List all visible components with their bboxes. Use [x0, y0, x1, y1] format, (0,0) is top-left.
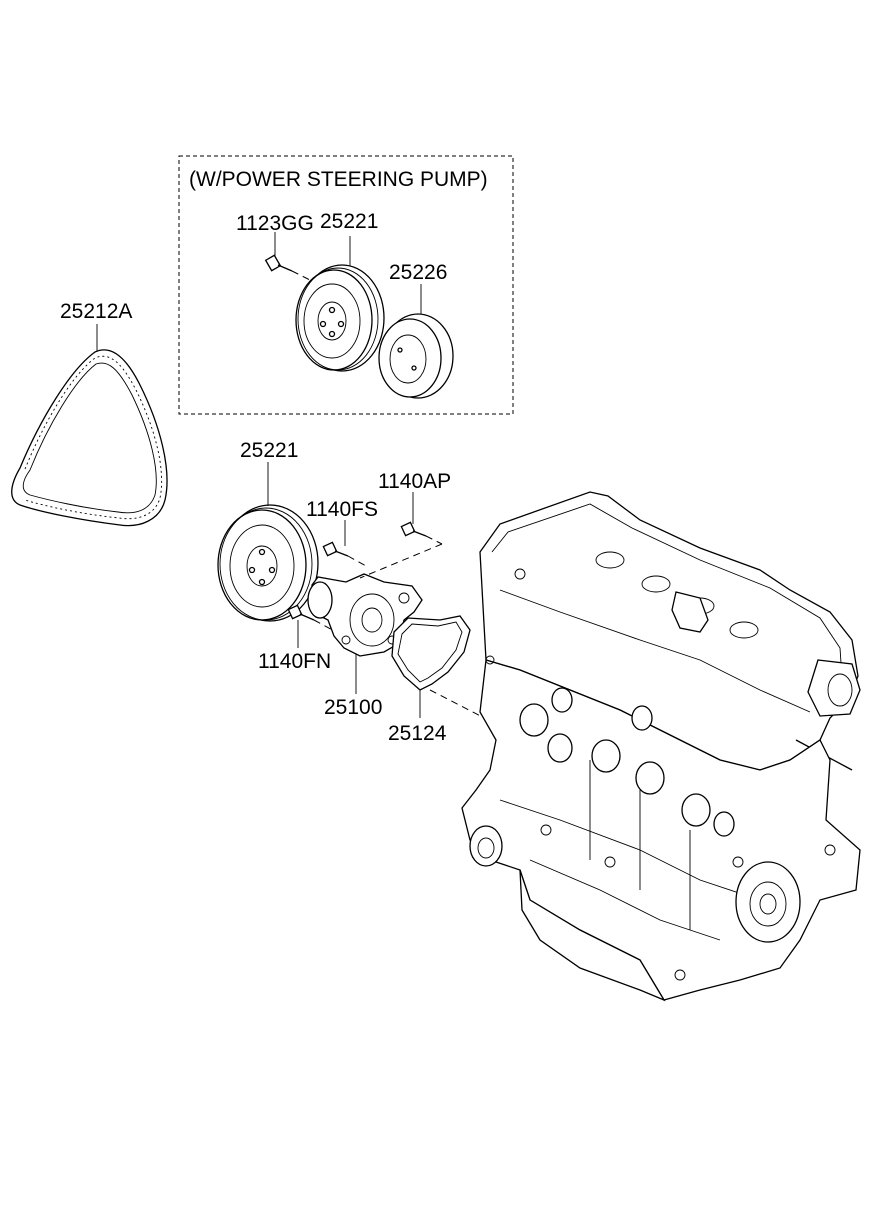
wp-pulley-rim [229, 524, 295, 608]
wp-pulley-hole [258, 578, 266, 586]
engine-flywheel-inner [749, 881, 787, 927]
wp-pulley-hub [246, 545, 278, 587]
engine-bolt-boss [604, 856, 616, 868]
engine-oil-pan [519, 869, 666, 1002]
group-box-title: (W/POWER STEERING PUMP) [189, 168, 488, 191]
belt-ribs [24, 355, 163, 520]
ps-pulley-rim [303, 283, 361, 359]
bolt-shank [299, 613, 315, 621]
bolt-1140fs[interactable]: 1140FS [306, 498, 378, 567]
engine-bolt-boss [485, 655, 495, 665]
engine-flywheel-hub [759, 893, 777, 915]
engine-bolt-boss [674, 969, 686, 981]
group-box-border [178, 155, 514, 415]
bolt-axis [425, 535, 443, 545]
engine-port [681, 793, 711, 827]
wp-pulley-groove [219, 507, 313, 621]
label-bolt-1123gg: 1123GG [236, 212, 314, 235]
engine-port [635, 761, 665, 795]
flange-hole [411, 365, 417, 371]
water-pump-bore [361, 607, 383, 633]
engine-crank-hole [477, 837, 495, 859]
bolt-1140fn[interactable]: 1140FN [258, 604, 337, 673]
ps-pulley-hole [337, 320, 345, 328]
ps-pulley-flange[interactable]: 25226 [378, 261, 454, 399]
ps-pulley-groove [297, 267, 379, 371]
label-water-pump: 25100 [324, 696, 382, 719]
bolt-axis [347, 555, 367, 567]
label-wp-pulley: 25221 [240, 439, 298, 462]
bolt-head [287, 604, 303, 620]
engine-port [713, 811, 735, 837]
engine-spark-port [641, 575, 671, 593]
bolt-shank [277, 264, 293, 272]
engine-spark-port [595, 551, 625, 569]
engine-head-seam [499, 589, 811, 713]
engine-port [551, 687, 573, 713]
ps-pulley-hub [317, 301, 347, 341]
engine-bolt-boss [540, 824, 552, 836]
label-bolt-1140ap: 1140AP [378, 470, 451, 493]
drive-belt[interactable]: 25212A [11, 300, 168, 527]
engine-bolt-boss [514, 568, 526, 580]
ps-pulley-hole [328, 330, 336, 338]
label-ps-pulley: 25221 [320, 210, 378, 233]
label-bolt-1140fs: 1140FS [306, 498, 378, 521]
water-pump-impeller-housing [349, 593, 395, 647]
ps-pulley-hole [328, 306, 336, 314]
bolt-head [322, 541, 338, 557]
label-flange: 25226 [389, 261, 447, 284]
engine-thermostat-housing [807, 659, 861, 717]
gasket[interactable]: 25124 [388, 615, 471, 745]
bolt-1123gg[interactable]: 1123GG [236, 212, 319, 285]
gasket-outer [391, 615, 471, 691]
water-pump-shaft-housing [307, 581, 333, 619]
engine-oil-cap [671, 591, 709, 633]
bolt-head [264, 254, 282, 272]
engine-crank-boss [469, 825, 503, 867]
bolt-shank [412, 530, 427, 537]
wp-pulley-front [217, 509, 307, 621]
water-pump-boss [341, 635, 351, 645]
ps-pulley[interactable]: 25221 [295, 210, 385, 372]
engine-port [631, 705, 653, 731]
water-pump-pulley[interactable]: 25221 [217, 439, 319, 622]
ps-pulley-hole [319, 320, 327, 328]
ps-pulley-front [295, 269, 373, 371]
wp-pulley-hole [248, 566, 256, 574]
water-pump-axis [359, 543, 443, 579]
engine-bolt-boss [732, 856, 744, 868]
label-bolt-1140fn: 1140FN [258, 650, 331, 673]
wp-pulley-hole [258, 548, 266, 556]
label-belt: 25212A [60, 300, 132, 323]
bolt-head [400, 521, 416, 537]
wp-pulley-hole [268, 566, 276, 574]
engine-port [591, 739, 621, 773]
bolt-1140ap[interactable]: 1140AP [378, 470, 451, 545]
label-gasket: 25124 [388, 722, 447, 745]
bolt-axis [313, 619, 337, 633]
flange-hole [397, 347, 403, 353]
engine-port [547, 733, 573, 763]
power-steering-group: (W/POWER STEERING PUMP) [178, 155, 514, 415]
engine-bolt-boss [824, 844, 836, 856]
engine-outlet [827, 673, 853, 707]
engine-block [461, 491, 861, 1002]
engine-port [519, 703, 549, 737]
bolt-shank [334, 550, 349, 557]
flange-inner [389, 334, 427, 384]
engine-head-edge [491, 503, 843, 679]
engine-flywheel-flange [735, 861, 801, 943]
belt-inner [22, 362, 157, 514]
gasket-inner [397, 621, 463, 683]
belt-outer [11, 349, 168, 527]
flange-front [378, 318, 442, 398]
engine-spark-port [729, 621, 759, 639]
water-pump-boss [398, 592, 410, 604]
